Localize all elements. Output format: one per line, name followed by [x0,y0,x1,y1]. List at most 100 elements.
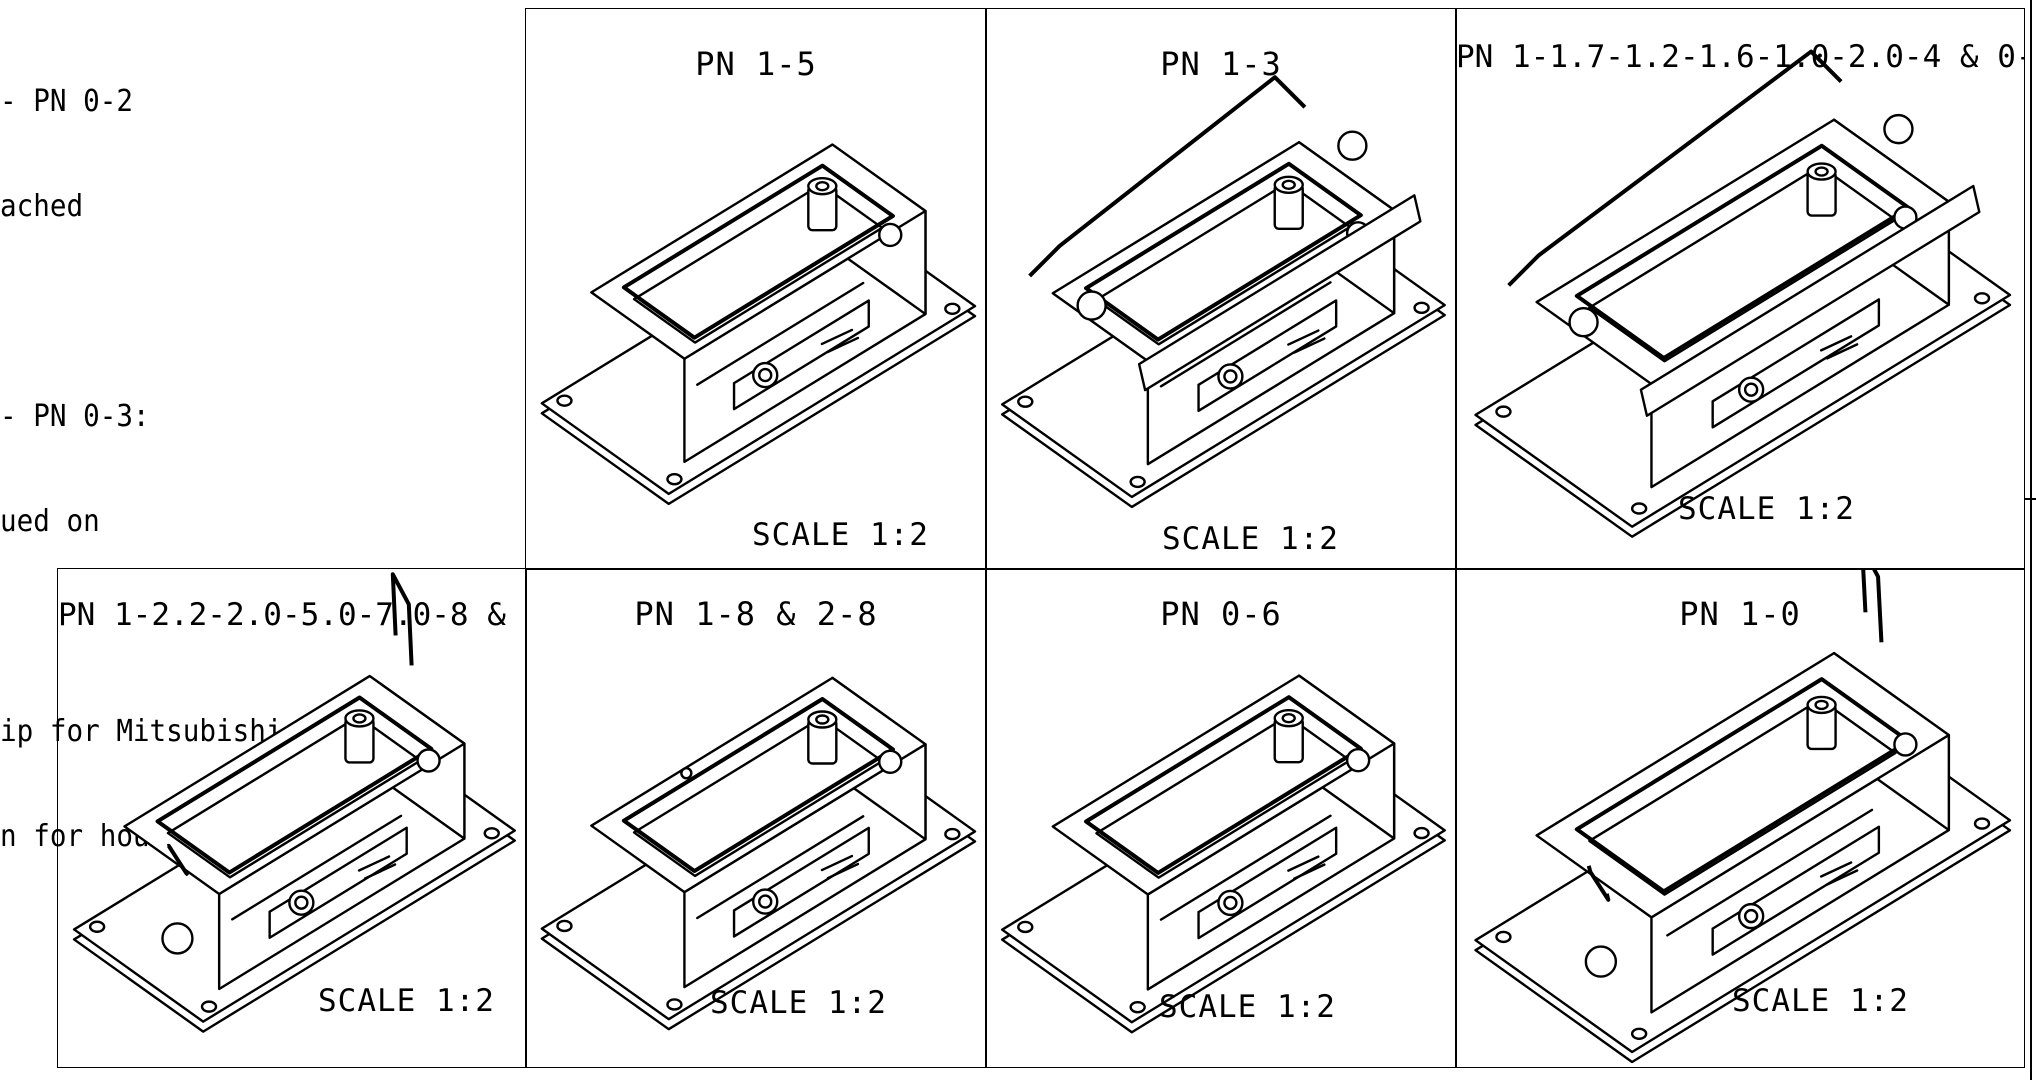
mounting-hole [944,827,961,841]
lever-pivot [1568,306,1599,338]
lever-pivot [1883,113,1914,145]
logo-mark [1819,335,1853,352]
housing-drawing [1474,49,2012,538]
view-scale: SCALE 1:2 [1162,521,1339,557]
lever-pivot [1076,290,1107,321]
mounting-hole [556,919,573,933]
view-title: PN 1-0 [1679,595,1801,633]
view-cell: PN 1-0 SCALE 1:2 [1455,568,2025,1068]
housing-floor-edge [1159,814,1332,921]
locking-pin [752,888,779,915]
mounting-hole [1630,502,1648,515]
housing-drawing [72,572,516,1033]
locking-lever [390,572,414,666]
lever-pivot [161,922,194,955]
screw-boss-top [1806,695,1837,715]
locking-lever [1586,865,1611,902]
mounting-hole [1129,1000,1146,1014]
note-line [0,294,478,329]
mounting-hole [200,1000,218,1013]
view-scale: SCALE 1:2 [1678,491,1855,527]
locking-pin [1217,363,1244,390]
housing-group [1000,75,1446,509]
front-recess [1711,825,1881,956]
screw-boss-top [1273,708,1304,728]
housing-inner-ledge [1588,698,1897,896]
view-scale: SCALE 1:2 [318,983,495,1019]
lever-pivot [1584,945,1618,978]
view-cell: PN 1-2.2-2.0-5.0-7.0-8 & 1-4 SCALE 1:2 [57,568,527,1068]
housing-floor-edge [696,815,865,920]
locking-lever-front [1639,184,1981,417]
locking-pin-core [758,894,773,909]
view-title: PN 1-1.7-1.2-1.6-1.0-2.0-4 & 0-9 [1456,39,2025,75]
mounting-hole [1017,395,1034,408]
front-recess [1197,826,1338,940]
note-line: ached [0,189,84,224]
view-title: PN 1-3 [1160,45,1282,83]
screw-boss-hole [815,714,830,725]
locking-pin [878,749,903,774]
logo-mark [1819,861,1853,878]
mounting-hole [1495,405,1512,418]
housing-drawing [1000,75,1446,509]
mounting-hole [1495,930,1512,944]
locking-pin [1345,747,1371,773]
note-line: - PN 0-2 [0,84,133,119]
housing-group [1474,569,2012,1064]
mounting-hole [666,472,683,486]
mounting-hole [556,394,573,407]
view-title: PN 1-5 [695,45,817,83]
logo-mark [820,328,854,346]
locking-pin [752,361,779,389]
locking-pin [1737,902,1765,930]
logo-mark [826,336,860,354]
mounting-hole [1017,920,1034,934]
front-recess [732,299,870,411]
note-line: ip for Mitsubishi [0,714,283,749]
logo-mark [1287,329,1320,346]
screw-boss-top [344,709,375,728]
logo-mark [363,863,397,880]
front-recess [1711,298,1881,429]
view-cell: PN 0-6 SCALE 1:2 [985,568,1457,1068]
mounting-hole [1129,475,1146,489]
housing-group [540,676,977,1031]
locking-pin [288,889,315,916]
housing-opening [621,163,895,340]
mounting-hole [1630,1027,1648,1040]
view-cell: PN 1-5 SCALE 1:2 [525,8,987,570]
housing-floor-edge [231,814,403,921]
locking-pin-core [1223,895,1238,911]
mounting-hole [1973,817,1991,830]
view-cell: PN 1-3 SCALE 1:2 [985,8,1457,570]
vent-hole [680,766,693,780]
logo-mark [1287,855,1320,872]
screw-boss-hole [815,180,830,192]
view-title: PN 0-6 [1160,595,1282,633]
mounting-hole [483,827,500,840]
housing-opening [621,696,895,874]
logo-mark [820,854,854,872]
locking-pin [1737,376,1765,403]
screw-boss-top [807,710,838,729]
screw-boss-hole [352,713,367,724]
housing-floor-edge [1159,281,1332,388]
housing-top-rim [1535,651,1951,919]
locking-pin-core [758,367,773,383]
lever-pivot [1337,130,1368,161]
view-title: PN 1-8 & 2-8 [634,595,878,633]
front-recess [268,826,408,939]
front-recess [732,826,870,938]
mounting-hole [944,302,961,315]
housing-group [1474,49,2012,538]
note-line: - PN 0-3: [0,399,150,434]
housing-drawing [1474,569,2012,1064]
mounting-hole [1973,292,1991,305]
view-scale: SCALE 1:2 [1159,989,1336,1025]
locking-pin [1217,889,1244,917]
housing-floor-edge [696,281,865,386]
screw-boss-top [1806,162,1837,181]
housing-group [540,143,977,506]
